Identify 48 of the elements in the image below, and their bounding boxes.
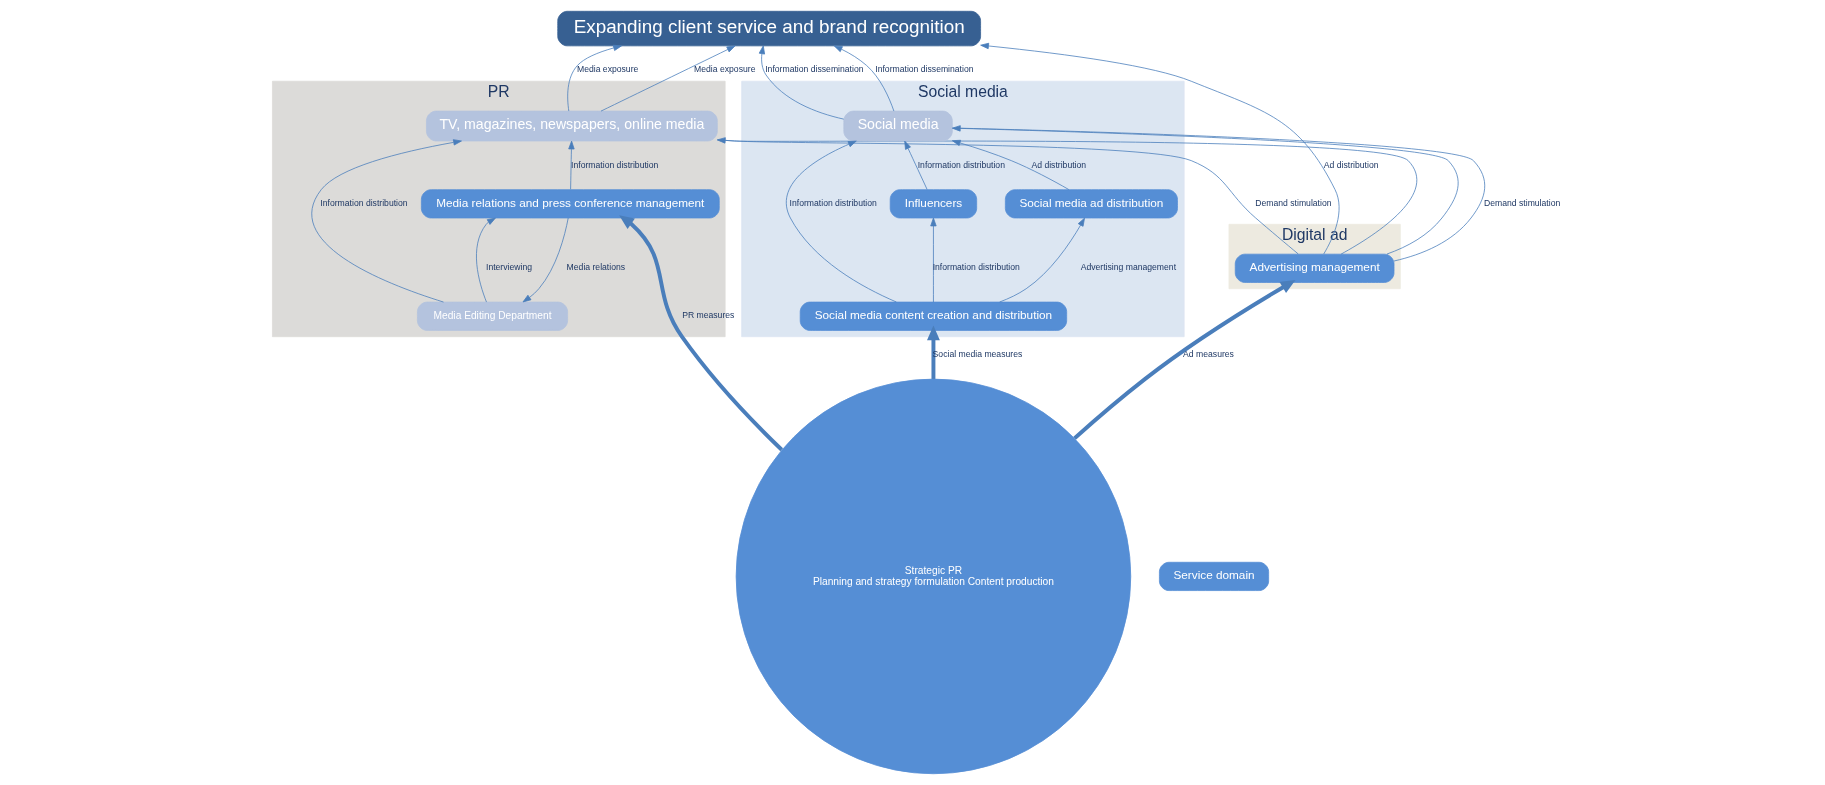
- node-box: Media relations and press conference management: [420, 189, 720, 219]
- node-circle: Strategic PR Planning and strategy formulation Content production: [735, 378, 1131, 775]
- arrow: [951, 139, 1069, 190]
- edge-label: Information dissemination: [764, 64, 863, 75]
- arrow: [475, 217, 496, 303]
- edge-label: Ad distribution: [1030, 159, 1086, 170]
- edge-label: Media relations: [566, 262, 625, 273]
- arrow: [716, 137, 1417, 255]
- edge-label: Information distribution: [789, 198, 877, 209]
- arrow: [1072, 280, 1295, 440]
- arrow: [310, 139, 462, 303]
- arrow: [567, 140, 575, 190]
- edge-label: Information distribution: [319, 198, 408, 209]
- node-box: Influencers: [889, 189, 977, 219]
- edge-label: Demand stimulation: [1483, 198, 1560, 209]
- edge-label: Information distribution: [917, 159, 1005, 170]
- arrow: [600, 45, 735, 112]
- edge-label: Interviewing: [485, 262, 532, 273]
- node-box: TV, magazines, newspapers, online media: [425, 110, 718, 142]
- edge-label: Information dissemination: [874, 64, 974, 75]
- arrow: [833, 45, 894, 112]
- node-box: Social media ad distribution: [1004, 189, 1178, 219]
- edge-label: Ad distribution: [1323, 159, 1379, 170]
- edge-label: Media exposure: [693, 64, 755, 75]
- edge-label: Media exposure: [576, 64, 638, 75]
- arrow: [998, 217, 1085, 303]
- edge-label: PR measures: [681, 310, 734, 321]
- node-box: Advertising management: [1234, 253, 1394, 283]
- edge-label: Demand stimulation: [1254, 198, 1332, 209]
- arrow: [522, 217, 569, 303]
- arrow: [903, 140, 927, 190]
- arrow: [785, 140, 897, 303]
- node-box: Expanding client service and brand recognition: [556, 10, 981, 47]
- arrow: [758, 45, 844, 120]
- edge-label: Ad measures: [1182, 348, 1234, 359]
- arrow: [566, 44, 622, 112]
- arrow: [979, 42, 1339, 255]
- edge-label: Information distribution: [570, 159, 658, 170]
- arrow: [929, 217, 937, 303]
- arrow: [926, 325, 940, 379]
- connector: [716, 139, 1299, 255]
- edge-label: Advertising management: [1080, 262, 1176, 273]
- edge-label: Information distribution: [932, 262, 1020, 273]
- arrow: [618, 215, 783, 452]
- node-box: Social media: [842, 110, 953, 142]
- node-box: Media Editing Department: [416, 301, 568, 331]
- node-box: Social media content creation and distribution: [799, 301, 1067, 331]
- node-box: Service domain: [1158, 561, 1269, 591]
